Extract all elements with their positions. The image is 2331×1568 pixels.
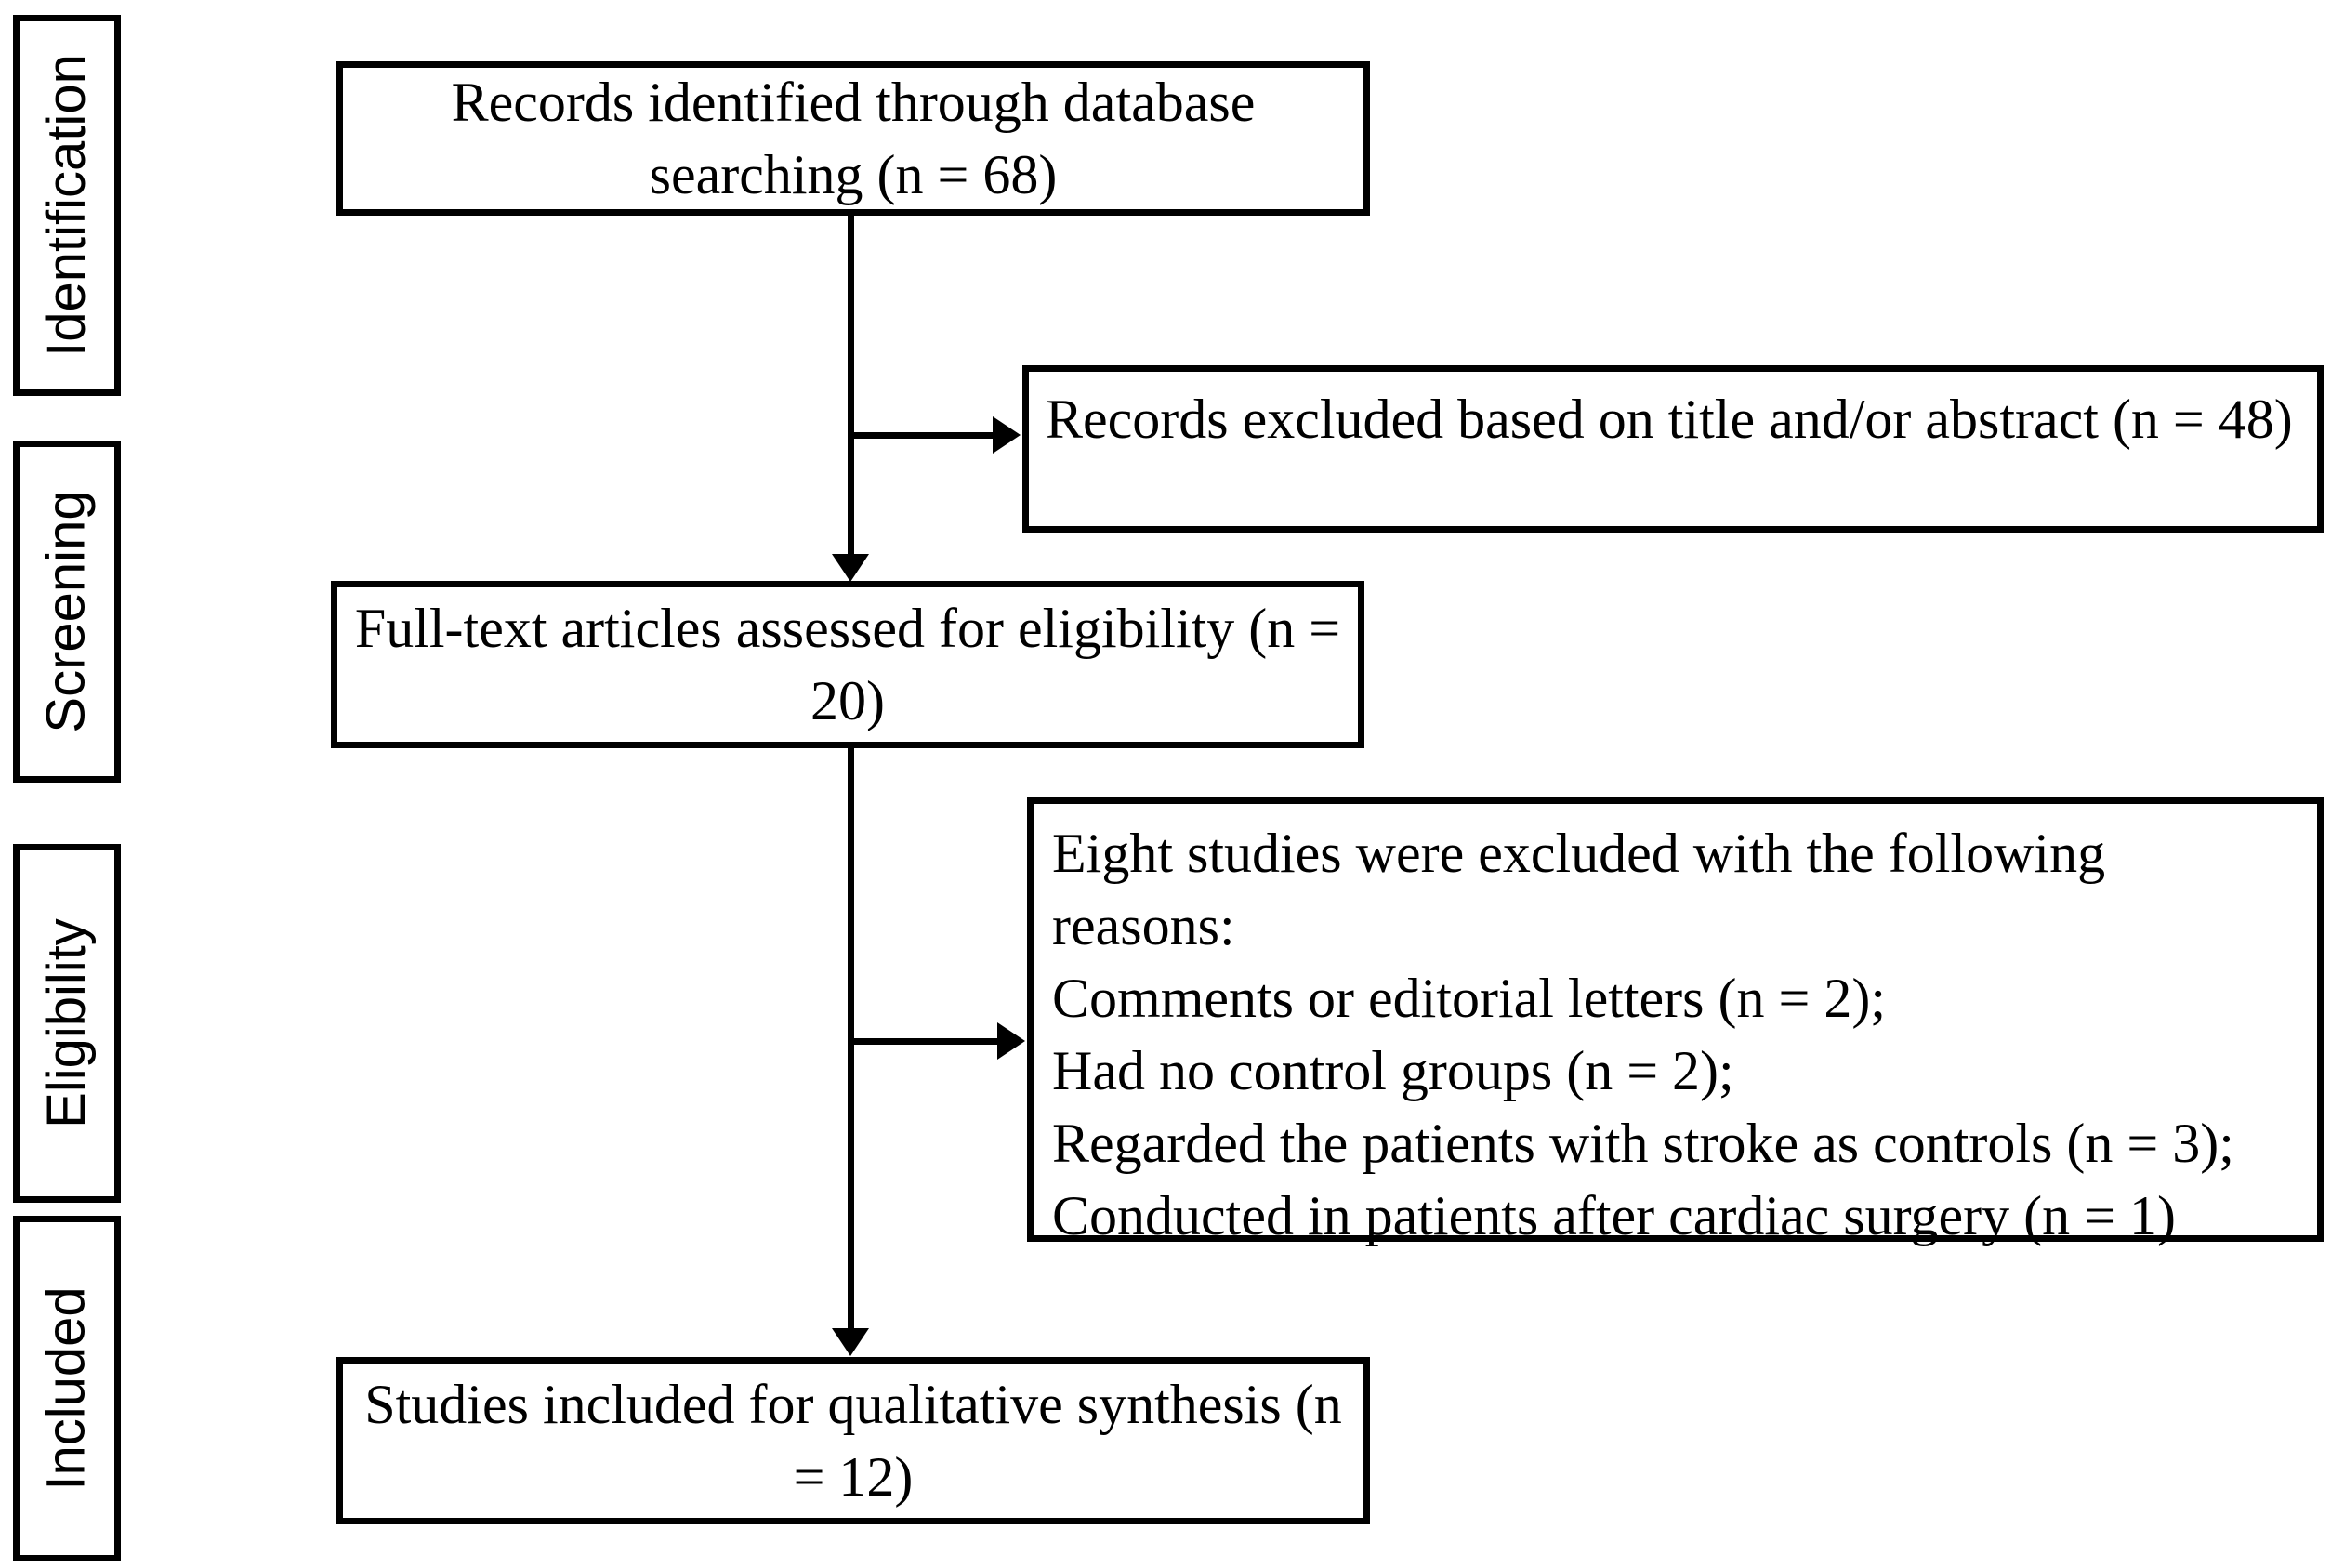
arrowhead-right-icon	[997, 1022, 1025, 1060]
exclusion-reason-line: Regarded the patients with stroke as con…	[1052, 1113, 2234, 1174]
box-records-excluded-text: Records excluded based on title and/or a…	[1046, 389, 2293, 450]
box-exclusion-reasons: Eight studies were excluded with the fol…	[1027, 797, 2324, 1246]
stage-label-identification-text: Identification	[36, 54, 97, 357]
exclusion-reason-line: Conducted in patients after cardiac surg…	[1052, 1185, 2176, 1246]
box-studies-included: Studies included for qualitative synthes…	[336, 1357, 1370, 1524]
arrowhead-down-icon	[832, 554, 869, 582]
connector-identified-to-fulltext	[848, 216, 854, 558]
box-studies-included-text: Studies included for qualitative synthes…	[364, 1374, 1342, 1508]
box-fulltext-assessed-text: Full-text articles assessed for eligibil…	[354, 598, 1341, 731]
stage-label-eligibility-text: Eligibility	[36, 918, 98, 1128]
exclusion-reason-line: reasons:	[1052, 895, 1235, 956]
stage-label-included-text: Included	[36, 1286, 98, 1491]
stage-label-included: Included	[13, 1216, 121, 1561]
exclusion-reason-line: Had no control groups (n = 2);	[1052, 1040, 1734, 1101]
arrowhead-right-icon	[993, 416, 1021, 454]
stage-label-screening-text: Screening	[36, 490, 98, 733]
box-fulltext-assessed: Full-text articles assessed for eligibil…	[331, 581, 1364, 748]
stage-label-screening: Screening	[13, 441, 121, 783]
connector-to-records-excluded	[848, 432, 996, 439]
box-records-identified-text: Records identified through database sear…	[451, 72, 1256, 205]
arrowhead-down-icon	[832, 1328, 869, 1356]
exclusion-reason-line: Eight studies were excluded with the fol…	[1052, 823, 2106, 884]
box-records-identified: Records identified through database sear…	[336, 61, 1370, 216]
stage-label-identification: Identification	[13, 15, 121, 396]
box-records-excluded: Records excluded based on title and/or a…	[1022, 365, 2324, 533]
box-exclusion-reasons-list: Eight studies were excluded with the fol…	[1034, 804, 2317, 1265]
connector-to-exclusion-reasons	[848, 1038, 999, 1045]
exclusion-reason-line: Comments or editorial letters (n = 2);	[1052, 968, 1886, 1029]
stage-label-eligibility: Eligibility	[13, 844, 121, 1203]
